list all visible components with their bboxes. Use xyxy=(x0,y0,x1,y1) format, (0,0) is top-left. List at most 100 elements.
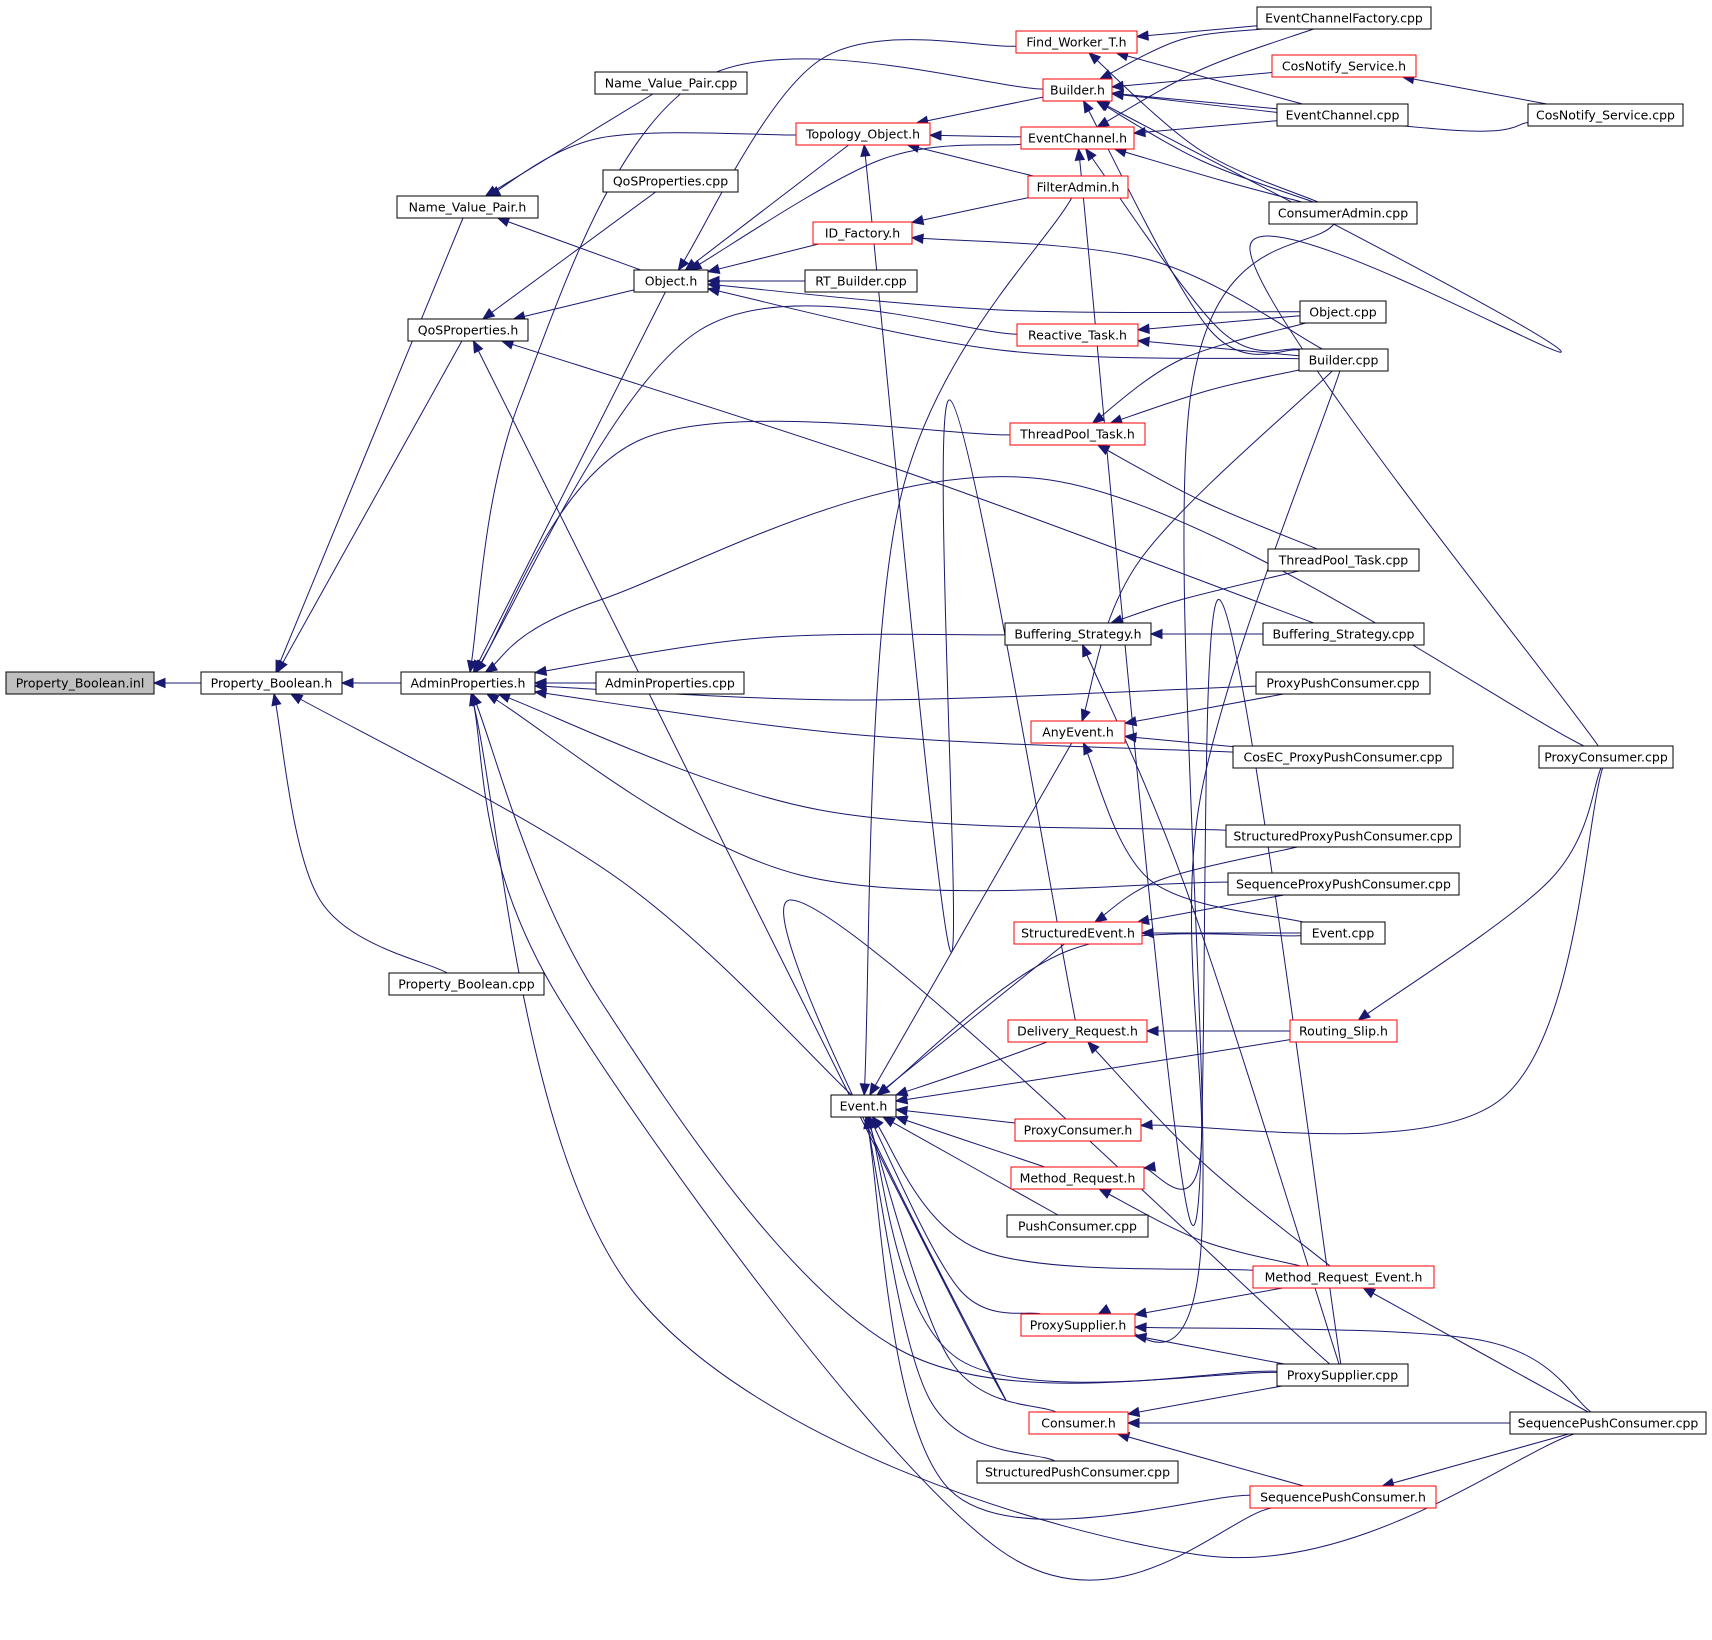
node-event-h[interactable]: Event.h xyxy=(830,1094,897,1118)
node-label: StructuredProxyPushConsumer.cpp xyxy=(1233,829,1452,844)
node-label: Event.h xyxy=(840,1099,888,1114)
edge-ProxyConsumer_cpp-to-ProxyConsumer_h xyxy=(1140,767,1604,1135)
arrowhead-FilterAdmin_h-to-Event_h xyxy=(859,1083,871,1097)
edge-SequencePushConsumer_cpp-to-SequencePushConsumer_h xyxy=(1382,1433,1569,1487)
edge-SequenceProxyPushConsumer_cpp-to-StructuredEvent_h xyxy=(1137,894,1284,923)
node-buffering-strategy-cpp[interactable]: Buffering_Strategy.cpp xyxy=(1262,622,1425,646)
node-rt-builder-cpp[interactable]: RT_Builder.cpp xyxy=(804,269,918,293)
node-filteradmin-h[interactable]: FilterAdmin.h xyxy=(1027,175,1129,199)
arrowhead-ThreadPool_Task_h-to-AdminProperties_h xyxy=(475,659,487,674)
edge-CosNotify_Service_h-to-Builder_h xyxy=(1111,72,1273,88)
arrowhead-Builder_cpp-to-Object_h xyxy=(706,285,721,297)
node-anyevent-h[interactable]: AnyEvent.h xyxy=(1030,720,1126,744)
node-label: Consumer.h xyxy=(1041,1416,1116,1431)
node-property-boolean-cpp[interactable]: Property_Boolean.cpp xyxy=(388,972,545,996)
node-box xyxy=(830,1094,897,1118)
node-find-worker-t-h[interactable]: Find_Worker_T.h xyxy=(1015,30,1138,54)
node-event-cpp[interactable]: Event.cpp xyxy=(1300,921,1386,945)
node-proxysupplier-cpp[interactable]: ProxySupplier.cpp xyxy=(1276,1363,1409,1387)
node-eventchannelfactory-cpp[interactable]: EventChannelFactory.cpp xyxy=(1256,6,1432,30)
arrowhead-Method_Request_Event_h-to-Method_Request_h xyxy=(1098,1188,1112,1199)
node-adminproperties-h[interactable]: AdminProperties.h xyxy=(400,671,536,695)
arrowhead-SequenceProxyPushConsumer_cpp-to-AdminProperties_h xyxy=(485,693,500,705)
node-buffering-strategy-h[interactable]: Buffering_Strategy.h xyxy=(1004,622,1152,646)
node-cosnotify-service-h[interactable]: CosNotify_Service.h xyxy=(1271,54,1417,78)
node-structuredpushconsumer-cpp[interactable]: StructuredPushConsumer.cpp xyxy=(976,1460,1179,1484)
edge-Object_cpp-to-ThreadPool_Task_h xyxy=(1092,322,1306,424)
node-method-request-h[interactable]: Method_Request.h xyxy=(1010,1166,1145,1190)
node-routing-slip-h[interactable]: Routing_Slip.h xyxy=(1289,1019,1398,1043)
arrowhead-ThreadPool_Task_cpp-to-ThreadPool_Task_h xyxy=(1096,444,1111,456)
edge-ProxySupplier_cpp-to-QoSProperties_h xyxy=(473,340,1331,1401)
edge-Event_h-to-Property_Boolean_h xyxy=(290,693,852,1096)
node-label: Method_Request_Event.h xyxy=(1265,1270,1423,1285)
node-cosnotify-service-cpp[interactable]: CosNotify_Service.cpp xyxy=(1527,103,1684,127)
node-box xyxy=(1300,921,1386,945)
node-label: QoSProperties.h xyxy=(418,323,519,338)
node-topology-object-h[interactable]: Topology_Object.h xyxy=(795,122,931,146)
node-box xyxy=(1016,323,1139,347)
edge-SequencePushConsumer_cpp-to-Method_Request_Event_h xyxy=(1363,1287,1589,1413)
node-consumer-h[interactable]: Consumer.h xyxy=(1028,1411,1129,1435)
node-box xyxy=(1267,548,1420,572)
node-eventchannel-cpp[interactable]: EventChannel.cpp xyxy=(1276,103,1409,127)
node-box xyxy=(1538,745,1674,769)
node-delivery-request-h[interactable]: Delivery_Request.h xyxy=(1007,1019,1148,1043)
node-structuredevent-h[interactable]: StructuredEvent.h xyxy=(1013,921,1143,945)
node-sequencepushconsumer-cpp[interactable]: SequencePushConsumer.cpp xyxy=(1509,1411,1707,1435)
node-adminproperties-cpp[interactable]: AdminProperties.cpp xyxy=(595,671,745,695)
node-name-value-pair-cpp[interactable]: Name_Value_Pair.cpp xyxy=(594,71,748,95)
node-id-factory-h[interactable]: ID_Factory.h xyxy=(812,221,913,245)
edge-ThreadPool_Task_cpp-to-Buffering_Strategy_h xyxy=(1110,570,1299,624)
arrowhead-AdminProperties_h-to-Property_Boolean_h xyxy=(340,677,354,689)
node-structuredproxypushconsumer-cpp[interactable]: StructuredProxyPushConsumer.cpp xyxy=(1225,824,1461,848)
arrowhead-CosNotify_Service_cpp-to-Builder_h xyxy=(1110,89,1124,101)
node-label: ProxySupplier.cpp xyxy=(1287,1368,1398,1383)
arrowhead-ProxySupplier_cpp-to-Consumer_h xyxy=(1126,1406,1141,1418)
edge-Method_Request_Event_h-to-Method_Request_h xyxy=(1098,1188,1301,1267)
edge-ProxyPushConsumer_cpp-to-AnyEvent_h xyxy=(1124,693,1284,724)
node-proxyconsumer-cpp[interactable]: ProxyConsumer.cpp xyxy=(1538,745,1674,769)
node-label: Buffering_Strategy.cpp xyxy=(1272,627,1414,642)
node-object-h[interactable]: Object.h xyxy=(633,269,709,293)
node-builder-cpp[interactable]: Builder.cpp xyxy=(1298,348,1389,372)
edge-Object_h-to-Name_Value_Pair_h xyxy=(497,217,641,271)
edge-SequencePushConsumer_cpp-to-AdminProperties_h xyxy=(470,693,1575,1559)
edge-Find_Worker_T_h-to-Object_h xyxy=(677,39,1017,271)
arrowhead-Find_Worker_T_h-to-Object_h xyxy=(677,257,690,272)
node-pushconsumer-cpp[interactable]: PushConsumer.cpp xyxy=(1006,1214,1149,1238)
node-box xyxy=(1225,824,1461,848)
node-property-boolean-inl: Property_Boolean.inl xyxy=(5,671,155,695)
node-proxypushconsumer-cpp[interactable]: ProxyPushConsumer.cpp xyxy=(1255,671,1431,695)
edge-ThreadPool_Task_cpp-to-ThreadPool_Task_h xyxy=(1097,444,1318,550)
node-property-boolean-h[interactable]: Property_Boolean.h xyxy=(200,671,343,695)
arrowhead-CosNotify_Service_h-to-Builder_h xyxy=(1110,80,1124,92)
node-proxysupplier-h[interactable]: ProxySupplier.h xyxy=(1020,1313,1136,1337)
node-sequenceproxypushconsumer-cpp[interactable]: SequenceProxyPushConsumer.cpp xyxy=(1227,872,1460,896)
node-threadpool-task-h[interactable]: ThreadPool_Task.h xyxy=(1009,422,1146,446)
edge-Event_cpp-to-AnyEvent_h xyxy=(1082,742,1304,923)
node-qosproperties-h[interactable]: QoSProperties.h xyxy=(407,318,529,342)
node-box xyxy=(1013,921,1143,945)
node-method-request-event-h[interactable]: Method_Request_Event.h xyxy=(1252,1265,1435,1289)
node-consumeradmin-cpp[interactable]: ConsumerAdmin.cpp xyxy=(1268,201,1418,225)
node-box xyxy=(633,269,709,293)
node-qosproperties-cpp[interactable]: QoSProperties.cpp xyxy=(602,169,739,193)
edge-Topology_Object_h-to-Name_Value_Pair_h xyxy=(488,132,797,197)
node-threadpool-task-cpp[interactable]: ThreadPool_Task.cpp xyxy=(1267,548,1420,572)
arrowhead-EventChannelFactory_cpp-to-EventChannel_h xyxy=(1096,116,1110,128)
node-eventchannel-h[interactable]: EventChannel.h xyxy=(1020,126,1135,150)
node-object-cpp[interactable]: Object.cpp xyxy=(1299,300,1387,324)
node-label: Delivery_Request.h xyxy=(1017,1024,1138,1039)
node-proxyconsumer-h[interactable]: ProxyConsumer.h xyxy=(1014,1118,1142,1142)
node-sequencepushconsumer-h[interactable]: SequencePushConsumer.h xyxy=(1249,1485,1437,1509)
node-label: Name_Value_Pair.cpp xyxy=(605,76,738,91)
edge-EventChannel_h-to-Object_h xyxy=(689,143,1022,271)
arrowhead-Event_h-to-Property_Boolean_h xyxy=(289,693,304,705)
node-builder-h[interactable]: Builder.h xyxy=(1042,78,1113,102)
node-name-value-pair-h[interactable]: Name_Value_Pair.h xyxy=(396,195,539,219)
node-cosec-proxypushconsumer-cpp[interactable]: CosEC_ProxyPushConsumer.cpp xyxy=(1232,745,1454,769)
edge-EventChannel_cpp-to-EventChannel_h xyxy=(1133,120,1278,134)
node-label: ConsumerAdmin.cpp xyxy=(1278,206,1408,221)
node-reactive-task-h[interactable]: Reactive_Task.h xyxy=(1016,323,1139,347)
